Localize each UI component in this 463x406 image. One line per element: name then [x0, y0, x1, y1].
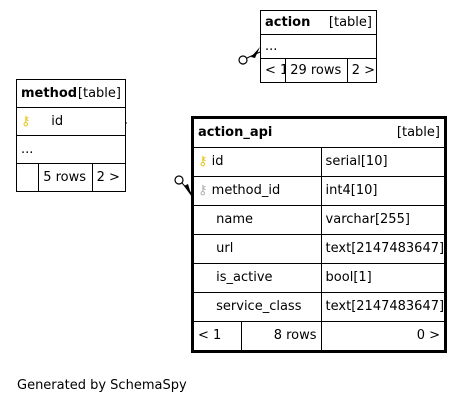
column-name-cell: url — [192, 234, 322, 264]
table-header[interactable]: method [table] — [16, 79, 126, 108]
generated-by-footer: Generated by SchemaSpy — [17, 378, 187, 393]
column-name-cell: ⚷ method_id — [192, 176, 322, 206]
column-type: varchar[255] — [320, 205, 447, 235]
key-icon: ⚷ — [21, 114, 31, 129]
table-header[interactable]: action_api [table] — [192, 117, 446, 148]
edge-action-api-to-action — [238, 47, 261, 65]
next-page[interactable]: 2 > — [91, 163, 127, 192]
table-name: method — [21, 86, 78, 101]
column-type: text[2147483647] — [320, 292, 447, 322]
table-row[interactable]: is_active bool[1] — [192, 263, 447, 293]
prev-page[interactable]: < 1 — [259, 58, 287, 83]
table-row[interactable]: service_class text[2147483647] — [192, 292, 447, 322]
table-name: action — [265, 15, 311, 30]
table-method[interactable]: method [table] ⚷ id ... 5 rows 2 > — [15, 79, 127, 192]
edge-arrowhead — [184, 184, 192, 197]
table-action[interactable]: action [table] ... < 1 29 rows 2 > — [259, 10, 378, 83]
row-count: 5 rows — [38, 163, 93, 192]
table-row[interactable]: name varchar[255] — [192, 205, 447, 235]
column-name-cell: service_class — [192, 292, 322, 322]
table-action-api[interactable]: action_api [table] ⚷ id serial[10] ⚷ met… — [191, 116, 447, 353]
column-name: name — [216, 212, 254, 227]
table-row[interactable]: ⚷ id serial[10] — [192, 147, 447, 177]
column-ellipsis: ... — [16, 135, 126, 164]
edge-zero-many-circle — [238, 55, 248, 65]
prev-page[interactable] — [15, 163, 40, 192]
column-type: bool[1] — [320, 263, 447, 293]
table-kind: [table] — [77, 86, 121, 101]
row-count: 29 rows — [285, 58, 348, 83]
column-name: method_id — [211, 183, 281, 198]
column-name: is_active — [216, 270, 273, 285]
table-row[interactable]: ⚷ id — [16, 107, 126, 136]
column-name: id — [51, 114, 64, 129]
foreign-key-icon: ⚷ — [198, 183, 208, 198]
table-header[interactable]: action [table] — [260, 10, 377, 35]
column-name: url — [216, 241, 234, 256]
table-kind: [table] — [396, 125, 440, 140]
row-count: 8 rows — [240, 321, 322, 352]
table-name: action_api — [198, 125, 273, 140]
column-name-cell: ⚷ id — [192, 147, 322, 177]
column-name-cell: name — [192, 205, 322, 235]
table-row[interactable]: url text[2147483647] — [192, 234, 447, 264]
edge-arrowhead — [251, 47, 260, 58]
column-type: text[2147483647] — [320, 234, 447, 264]
column-ellipsis: ... — [260, 34, 377, 59]
column-name: service_class — [216, 299, 302, 314]
column-cell: ⚷ id — [16, 107, 126, 136]
column-type: serial[10] — [320, 147, 447, 177]
next-page[interactable]: 0 > — [320, 321, 447, 352]
column-type: int4[10] — [320, 176, 447, 206]
primary-key-icon: ⚷ — [198, 154, 208, 169]
column-name-cell: is_active — [192, 263, 322, 293]
edge-action-api-to-method — [126, 122, 192, 197]
table-row[interactable]: ⚷ method_id int4[10] — [192, 176, 447, 206]
column-name: id — [211, 154, 224, 169]
prev-page[interactable]: < 1 — [192, 321, 242, 352]
next-page[interactable]: 2 > — [346, 58, 378, 83]
table-kind: [table] — [328, 15, 372, 30]
edge-zero-many-circle — [174, 175, 184, 185]
